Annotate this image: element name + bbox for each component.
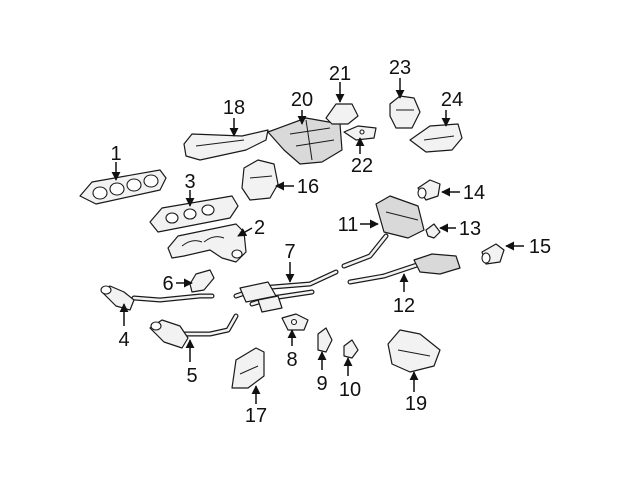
part-14-tail-tip: [417, 179, 441, 201]
callout-18: 18: [223, 97, 245, 119]
part-5-catalytic-converter: [149, 313, 239, 349]
callout-16: 16: [297, 176, 319, 198]
callout-19: 19: [405, 393, 427, 415]
callout-7: 7: [284, 241, 295, 263]
callout-14: 14: [463, 182, 485, 204]
part-13-bracket: [425, 223, 441, 239]
callout-17: 17: [245, 405, 267, 427]
part-17-heat-shield: [231, 347, 265, 389]
part-21-bracket: [325, 103, 359, 125]
leader-lines: [111, 78, 524, 404]
part-20-heat-shield: [267, 117, 343, 165]
callout-3: 3: [184, 171, 195, 193]
callout-12: 12: [393, 295, 415, 317]
part-2-exhaust-manifold: [167, 223, 247, 263]
part-12-rear-muffler: [347, 253, 461, 285]
callout-6: 6: [162, 273, 173, 295]
part-1-manifold-gasket: [79, 169, 167, 205]
part-19-heat-shield: [387, 329, 441, 373]
callout-5: 5: [186, 365, 197, 387]
callout-8: 8: [286, 349, 297, 371]
part-10-clamp: [343, 339, 359, 359]
callout-labels: 1 2 3 4 5 6 7 8 9 10 11 12 13 14 15 16 1…: [110, 57, 551, 427]
part-8-gasket: [281, 313, 309, 331]
part-6-bracket: [189, 269, 215, 293]
leader-2: [237, 227, 253, 237]
callout-13: 13: [459, 218, 481, 240]
callout-2: 2: [254, 217, 265, 239]
callout-9: 9: [316, 373, 327, 395]
part-22-bracket: [343, 125, 377, 141]
part-3-manifold-plate: [149, 195, 239, 233]
part-9-hanger: [317, 327, 333, 353]
callout-23: 23: [389, 57, 411, 79]
part-11-muffler: [341, 195, 425, 269]
callout-24: 24: [441, 89, 463, 111]
callout-1: 1: [110, 143, 121, 165]
callout-10: 10: [339, 379, 361, 401]
callout-4: 4: [118, 329, 129, 351]
callout-22: 22: [351, 155, 373, 177]
callout-11: 11: [338, 214, 359, 236]
callout-20: 20: [291, 89, 313, 111]
part-24-heat-shield: [409, 123, 463, 153]
callout-15: 15: [529, 236, 551, 258]
part-16-heat-shield: [241, 159, 279, 201]
part-7-center-pipe: [233, 269, 339, 313]
part-18-heat-shield: [183, 129, 269, 161]
part-15-tail-tip: [481, 243, 505, 265]
part-23-hanger: [389, 95, 421, 129]
callout-21: 21: [329, 63, 351, 85]
